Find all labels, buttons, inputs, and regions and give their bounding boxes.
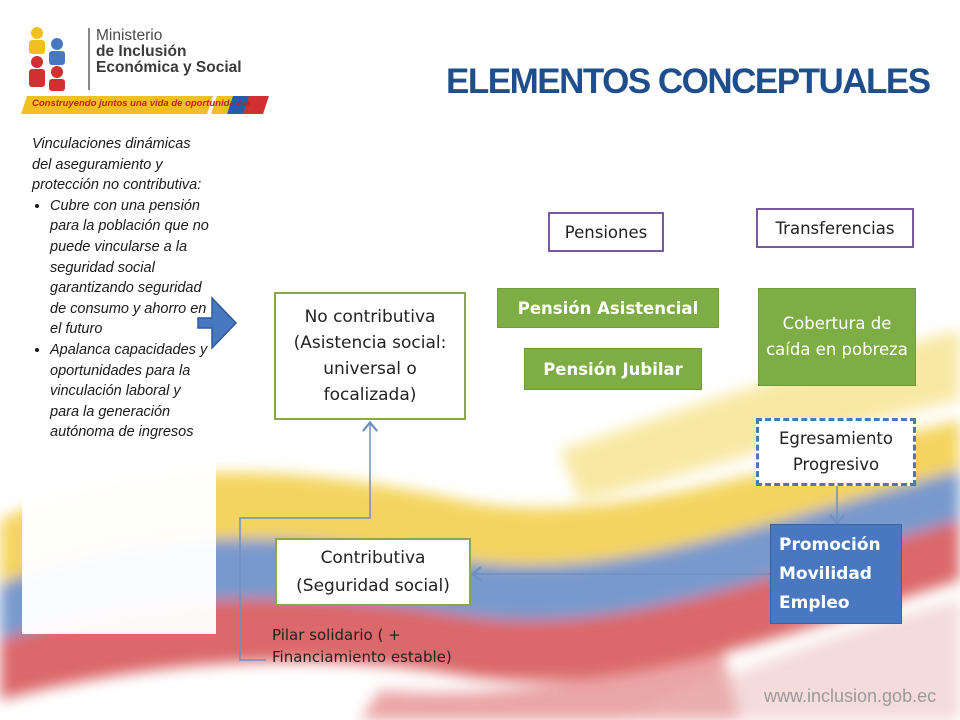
no-contributiva-label: No contributiva (Asistencia social: univ…	[293, 307, 447, 405]
big-arrow-icon	[197, 296, 238, 350]
ministry-logo	[24, 22, 270, 122]
tagline: Construyendo juntos una vida de oportuni…	[32, 98, 252, 109]
cobertura-box: Cobertura de caída en pobreza	[758, 288, 916, 386]
people-logo-icon	[29, 27, 65, 91]
footer-url: www.inclusion.gob.ec	[764, 686, 937, 706]
logo-line-3: Económica y Social	[96, 59, 242, 76]
contributiva-label: Contributiva (Seguridad social)	[296, 548, 450, 596]
contributiva-box: Contributiva (Seguridad social)	[275, 538, 471, 606]
no-contributiva-box: No contributiva (Asistencia social: univ…	[274, 292, 466, 420]
cobertura-label: Cobertura de caída en pobreza	[766, 314, 908, 359]
connector-pilar-no-contributiva	[239, 424, 370, 661]
promocion-box: Promoción Movilidad Empleo	[770, 524, 902, 624]
side-bullet-1: Cubre con una pensión para la población …	[50, 196, 210, 340]
pension-jubilar-box: Pensión Jubilar	[524, 348, 702, 390]
pension-jubilar-label: Pensión Jubilar	[543, 359, 683, 379]
egresamiento-label: Egresamiento Progresivo	[778, 429, 893, 474]
side-panel	[22, 130, 216, 634]
side-description: Vinculaciones dinámicas del aseguramient…	[32, 134, 210, 443]
side-bullet-2: Apalanca capacidades y oportunidades par…	[50, 340, 210, 443]
pension-asistencial-label: Pensión Asistencial	[517, 298, 699, 318]
egresamiento-box: Egresamiento Progresivo	[756, 418, 916, 486]
logo-line-2: de Inclusión	[96, 43, 187, 60]
transferencias-box: Transferencias	[756, 208, 914, 248]
page-title: ELEMENTOS CONCEPTUALES	[446, 62, 931, 101]
logo-line-1: Ministerio	[96, 27, 163, 44]
promocion-label: Promoción Movilidad Empleo	[779, 534, 881, 613]
pensiones-box: Pensiones	[548, 212, 664, 252]
side-intro: Vinculaciones dinámicas del aseguramient…	[32, 136, 202, 194]
logo-text: Ministerio de Inclusión Económica y Soci…	[96, 28, 242, 76]
side-bullet-list: Cubre con una pensión para la población …	[32, 196, 210, 443]
pilar-solidario-note: Pilar solidario ( + Financiamiento estab…	[272, 626, 452, 666]
transferencias-label: Transferencias	[775, 218, 895, 238]
pensiones-label: Pensiones	[564, 222, 648, 242]
pension-asistencial-box: Pensión Asistencial	[497, 288, 719, 328]
